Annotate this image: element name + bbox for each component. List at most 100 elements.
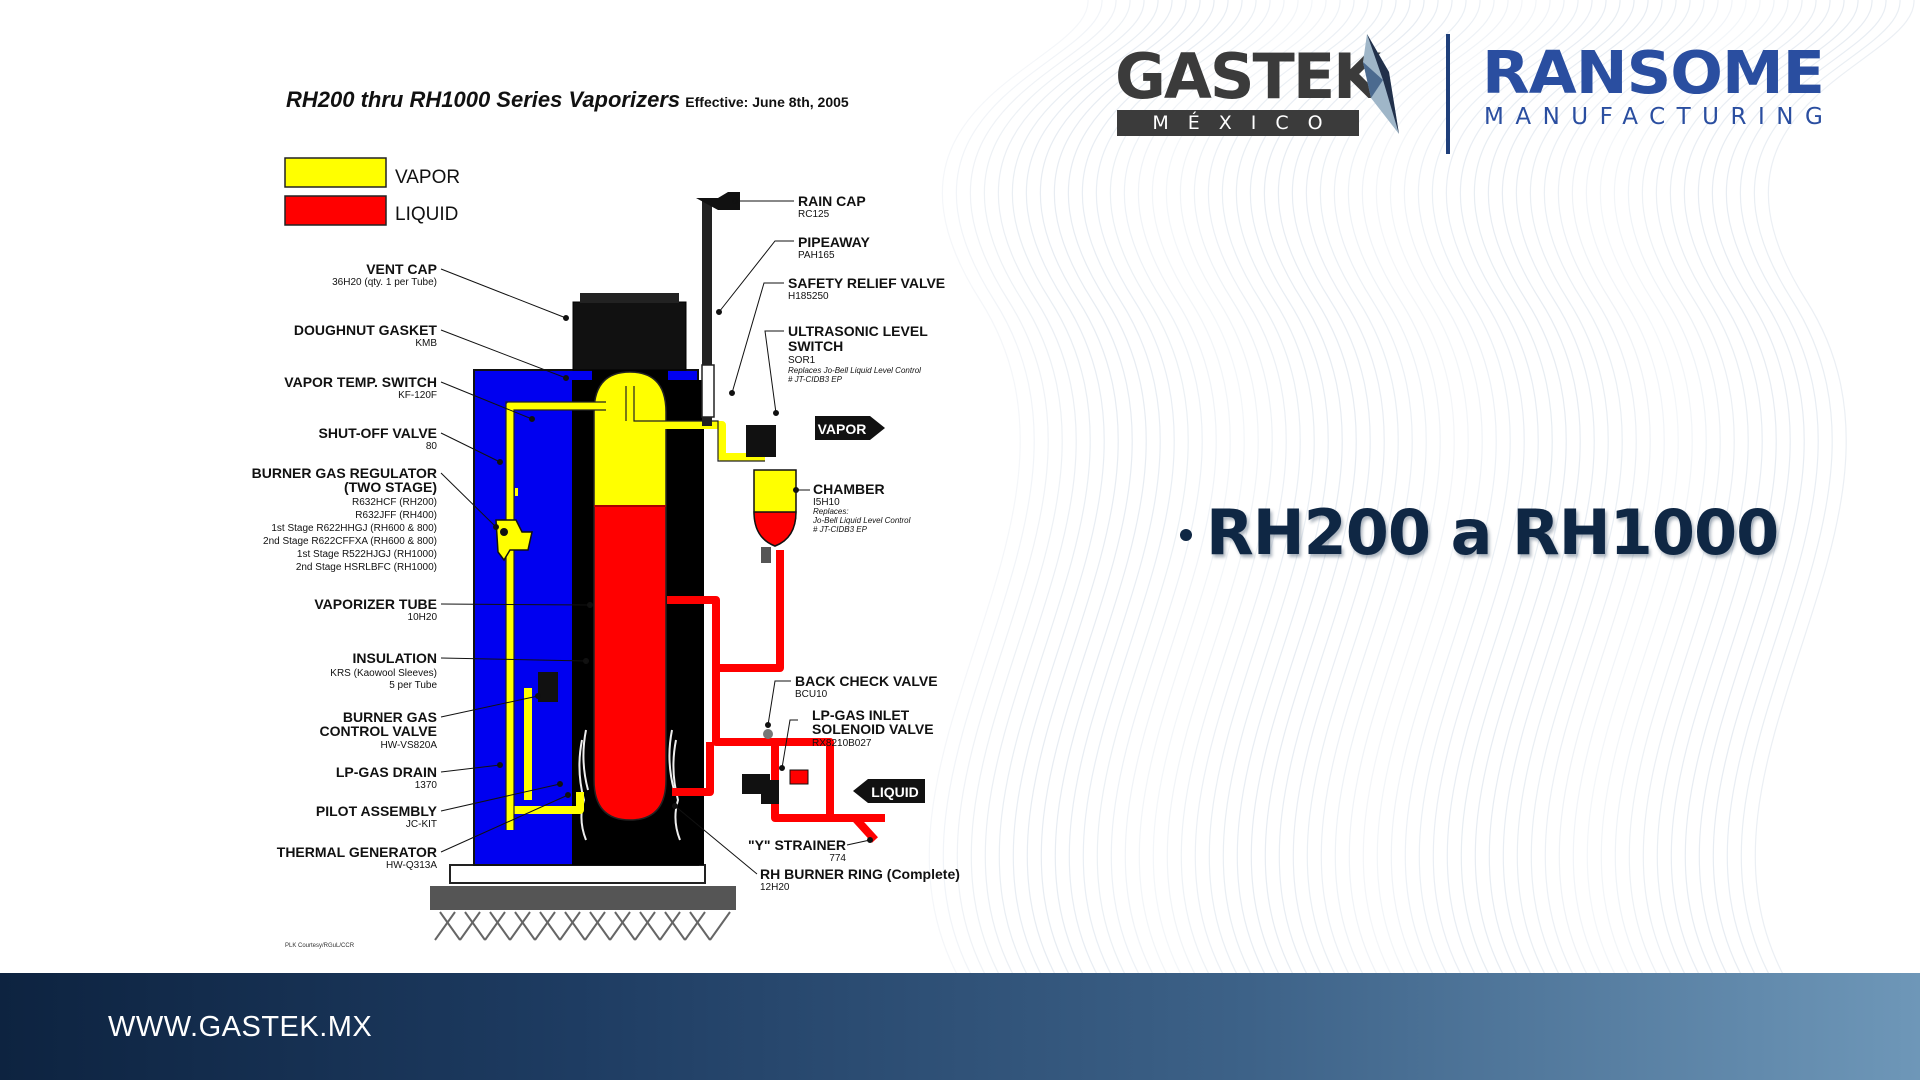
label-solenoid-valve: SOLENOID VALVE (812, 721, 934, 737)
wave-line (956, 0, 1117, 981)
label-control-valve-part: HW-VS820A (380, 740, 437, 751)
wave-line (998, 0, 1159, 981)
wave-line (1222, 0, 1383, 981)
label-vent-cap-part: 36H20 (qty. 1 per Tube) (332, 277, 437, 288)
wave-line (1754, 0, 1915, 981)
wave-line (1348, 0, 1509, 981)
label-regulator-part-2: R632JFF (RH400) (355, 510, 437, 521)
gastek-logo-subtext: MÉXICO (1152, 112, 1342, 134)
wave-line (1138, 0, 1299, 981)
effective-date: Effective: June 8th, 2005 (685, 94, 849, 110)
burner-flames (578, 729, 681, 841)
wave-line (1740, 0, 1901, 981)
vapor-piping (506, 386, 765, 830)
chamber (746, 425, 797, 563)
liquid-piping (667, 550, 885, 843)
label-lp-gas-drain-part: 1370 (415, 780, 438, 791)
label-ultrasonic-part: SOR1 (788, 355, 816, 366)
wave-line (1404, 0, 1565, 981)
wave-line (1558, 0, 1719, 981)
label-rain-cap-part: RC125 (798, 209, 830, 220)
wave-line (1110, 0, 1271, 981)
wave-line (1166, 0, 1327, 981)
label-doughnut-gasket: DOUGHNUT GASKET (294, 322, 438, 338)
wave-line (1544, 0, 1705, 981)
wave-line (1180, 0, 1341, 981)
label-insulation-part: KRS (Kaowool Sleeves) (330, 668, 437, 679)
background-wave-pattern (928, 0, 1915, 981)
ransome-logo: RANSOME MANUFACTURING (1482, 42, 1842, 142)
wave-line (1502, 0, 1663, 981)
label-rain-cap: RAIN CAP (798, 193, 866, 209)
label-chamber-note-3: # JT-CIDB3 EP (813, 525, 868, 534)
label-vapor-temp-switch: VAPOR TEMP. SWITCH (284, 374, 437, 390)
wave-line (1124, 0, 1285, 981)
label-chamber-part: I5H10 (813, 497, 840, 508)
label-burner-gas-regulator: BURNER GAS REGULATOR (252, 465, 437, 481)
wave-line (1712, 0, 1873, 981)
bullet-item: RH200 a RH1000 (1180, 496, 1779, 569)
label-control-valve: CONTROL VALVE (320, 723, 437, 739)
gastek-logo-text: GASTEK (1115, 40, 1381, 113)
ground-base (430, 864, 736, 941)
label-safety-relief-valve: SAFETY RELIEF VALVE (788, 275, 945, 291)
wave-line (1446, 0, 1607, 981)
wave-lines (928, 0, 1915, 981)
diagram-footnote: PLK Courtesy/RGuL/CCR (285, 943, 355, 949)
wave-line (1306, 0, 1467, 981)
label-lp-gas-drain: LP-GAS DRAIN (336, 764, 437, 780)
ransome-logo-text: RANSOME (1482, 37, 1825, 108)
wave-line (1530, 0, 1691, 981)
label-thermal-generator-part: HW-Q313A (386, 860, 437, 871)
label-regulator-part-6: 2nd Stage HSRLBFC (RH1000) (296, 562, 437, 573)
wave-line (1026, 0, 1187, 981)
label-burner-gas-regulator-stage: (TWO STAGE) (344, 479, 437, 495)
label-regulator-part-1: R632HCF (RH200) (352, 497, 437, 508)
wave-line (970, 0, 1131, 981)
label-regulator-part-5: 1st Stage R522HJGJ (RH1000) (297, 549, 437, 560)
diagram-title: RH200 thru RH1000 Series Vaporizers (286, 87, 680, 112)
label-pilot-assembly: PILOT ASSEMBLY (316, 803, 438, 819)
pipeaway-stack (696, 192, 740, 426)
wave-line (1236, 0, 1397, 981)
liquid-valves (742, 729, 809, 804)
wave-line (1054, 0, 1215, 981)
leader-lines (440, 198, 873, 875)
vaporizer-diagram: RH200 thru RH1000 Series Vaporizers Effe… (252, 87, 960, 949)
liquid-flow-label: LIQUID (871, 784, 918, 800)
label-vaporizer-tube: VAPORIZER TUBE (314, 596, 437, 612)
wave-line (1376, 0, 1537, 981)
wave-line (1516, 0, 1677, 981)
label-vent-cap: VENT CAP (366, 261, 437, 277)
wave-line (1390, 0, 1551, 981)
label-pipeaway-part: PAH165 (798, 250, 835, 261)
wave-line (1264, 0, 1425, 981)
footer-url[interactable]: WWW.GASTEK.MX (108, 1011, 373, 1043)
label-ultrasonic-note: Replaces Jo-Bell Liquid Level Control (788, 366, 921, 375)
label-ultrasonic-switch: SWITCH (788, 338, 843, 354)
wave-line (1096, 0, 1257, 981)
label-thermal-generator: THERMAL GENERATOR (277, 844, 437, 860)
label-insulation: INSULATION (352, 650, 437, 666)
vaporizer-tube (592, 370, 668, 821)
wave-line (1628, 0, 1789, 981)
label-burner-ring-part: 12H20 (760, 882, 790, 893)
logo-divider (1446, 34, 1450, 154)
legend-liquid-swatch (284, 195, 387, 226)
label-lp-gas-inlet: LP-GAS INLET (812, 707, 910, 723)
wave-line (1698, 0, 1859, 981)
label-doughnut-gasket-part: KMB (415, 338, 437, 349)
burner-gas-regulator (495, 519, 533, 562)
gastek-logo: GASTEK MÉXICO (1115, 28, 1415, 148)
label-burner-ring: RH BURNER RING (Complete) (760, 866, 960, 882)
label-shut-off-valve-part: 80 (426, 441, 438, 452)
wave-line (1656, 0, 1817, 981)
legend-liquid-label: LIQUID (395, 204, 458, 225)
gastek-logo-band (1117, 110, 1359, 136)
vapor-piping-outline (505, 386, 765, 830)
wave-line (1642, 0, 1803, 981)
wave-line (1082, 0, 1243, 981)
label-pipeaway: PIPEAWAY (798, 234, 871, 250)
wave-line (1068, 0, 1229, 981)
wave-line (1320, 0, 1481, 981)
